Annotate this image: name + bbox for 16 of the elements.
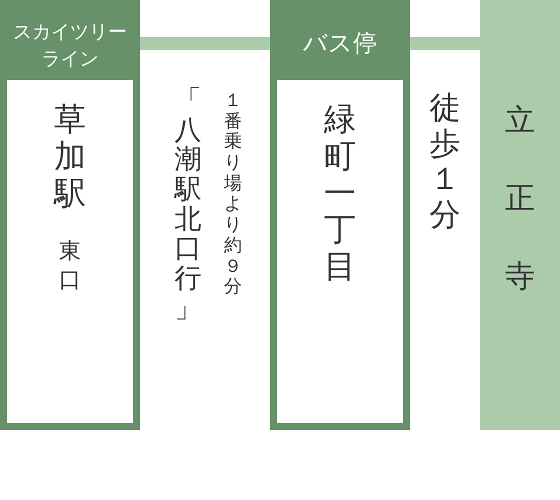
destination-name: 立正寺 — [505, 102, 535, 296]
bus-stop-column — [270, 0, 410, 430]
walk-time: 徒歩１分 — [430, 91, 460, 234]
platform-note: １番乗り場より約９分 — [224, 91, 242, 298]
exit-name: 東口 — [59, 238, 81, 295]
stop-name: 緑町一丁目 — [324, 101, 356, 285]
station-box — [7, 80, 133, 423]
stop-name-box — [277, 80, 403, 423]
connector-band — [140, 37, 270, 50]
line-name: スカイツリーライン — [12, 20, 128, 72]
bus-route-name: 「八潮駅北口行」 — [174, 86, 202, 324]
connector-band — [410, 37, 480, 50]
station-name: 草加駅 — [54, 101, 86, 212]
destination-column — [480, 0, 560, 430]
stop-label: バス停 — [303, 29, 377, 57]
station-column — [0, 0, 140, 430]
